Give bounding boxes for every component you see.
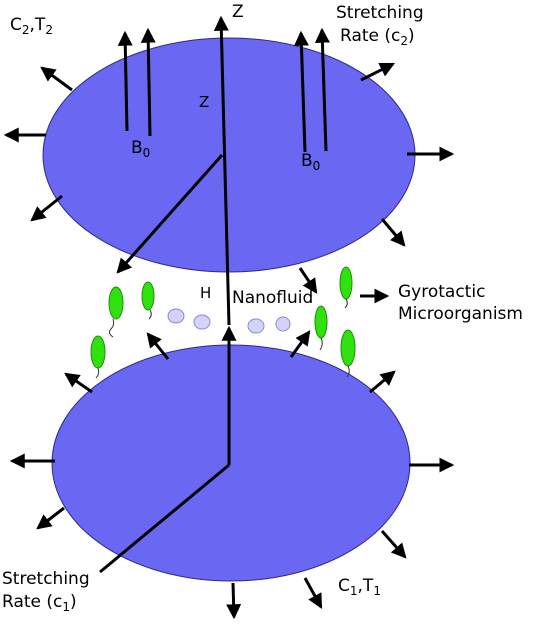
b0-arrow: [293, 30, 309, 153]
z-top-label: Z: [232, 2, 244, 22]
microorganism: [90, 335, 106, 379]
radial-arrow: [64, 372, 93, 394]
radial-arrow: [146, 332, 170, 360]
microorganism: [314, 305, 328, 351]
radial-arrow: [380, 530, 407, 559]
microorganism: [340, 329, 356, 378]
axis-lines: [99, 15, 318, 574]
radial-arrow: [226, 582, 242, 620]
radial-arrow: [303, 577, 323, 609]
gyrotactic-label-line1: Gyrotactic: [398, 282, 485, 302]
b0-right-label: B0: [301, 151, 320, 173]
radial-arrow: [380, 218, 406, 247]
nanoparticle: [193, 314, 211, 330]
nanoparticle: [275, 316, 291, 332]
b0-arrow: [117, 30, 133, 132]
radial-arrow: [30, 194, 63, 222]
radial-arrow: [40, 66, 73, 92]
lower-diagonal-line: [99, 463, 230, 574]
b0-arrow: [314, 27, 330, 152]
radial-arrow: [360, 62, 396, 82]
stretching-rate-top-line1: Stretching: [336, 3, 424, 23]
nanoparticle: [247, 318, 265, 334]
b0-arrow: [140, 27, 156, 137]
upper-diagonal-arrow-2: [298, 267, 318, 294]
stretching-rate-top-line2: Rate (c2): [340, 26, 415, 48]
stretching-rate-bottom-line1: Stretching: [2, 569, 90, 589]
magnetic-field-arrows: [117, 27, 330, 153]
lower-disk: [51, 344, 411, 582]
nanoparticle: [167, 308, 185, 324]
nanofluid-label: Nanofluid: [232, 288, 313, 308]
top-disk-radial-arrows: [3, 62, 455, 247]
nanoparticles: [167, 308, 291, 334]
bottom-disk-radial-arrows: [9, 330, 455, 620]
z-inner-label: Z: [199, 93, 209, 111]
radial-arrow: [369, 370, 396, 394]
microorganism: [339, 266, 353, 309]
gyrotactic-label-line2: Microorganism: [398, 304, 523, 324]
b0-left-label: B0: [131, 138, 150, 160]
microorganism: [108, 286, 124, 338]
microorganisms: [90, 266, 356, 379]
z-axis-arrow: [213, 15, 231, 326]
upper-disk: [42, 37, 416, 273]
stretching-rate-bottom-line2: Rate (c1): [2, 592, 77, 614]
microorganism: [141, 281, 155, 320]
upper-diagonal-arrow: [116, 154, 224, 274]
top-ct-label: C2,T2: [10, 15, 53, 37]
bottom-ct-label: C1,T1: [338, 576, 381, 598]
h-label: H: [200, 284, 211, 302]
radial-arrow: [36, 506, 65, 530]
radial-arrow: [289, 330, 311, 358]
